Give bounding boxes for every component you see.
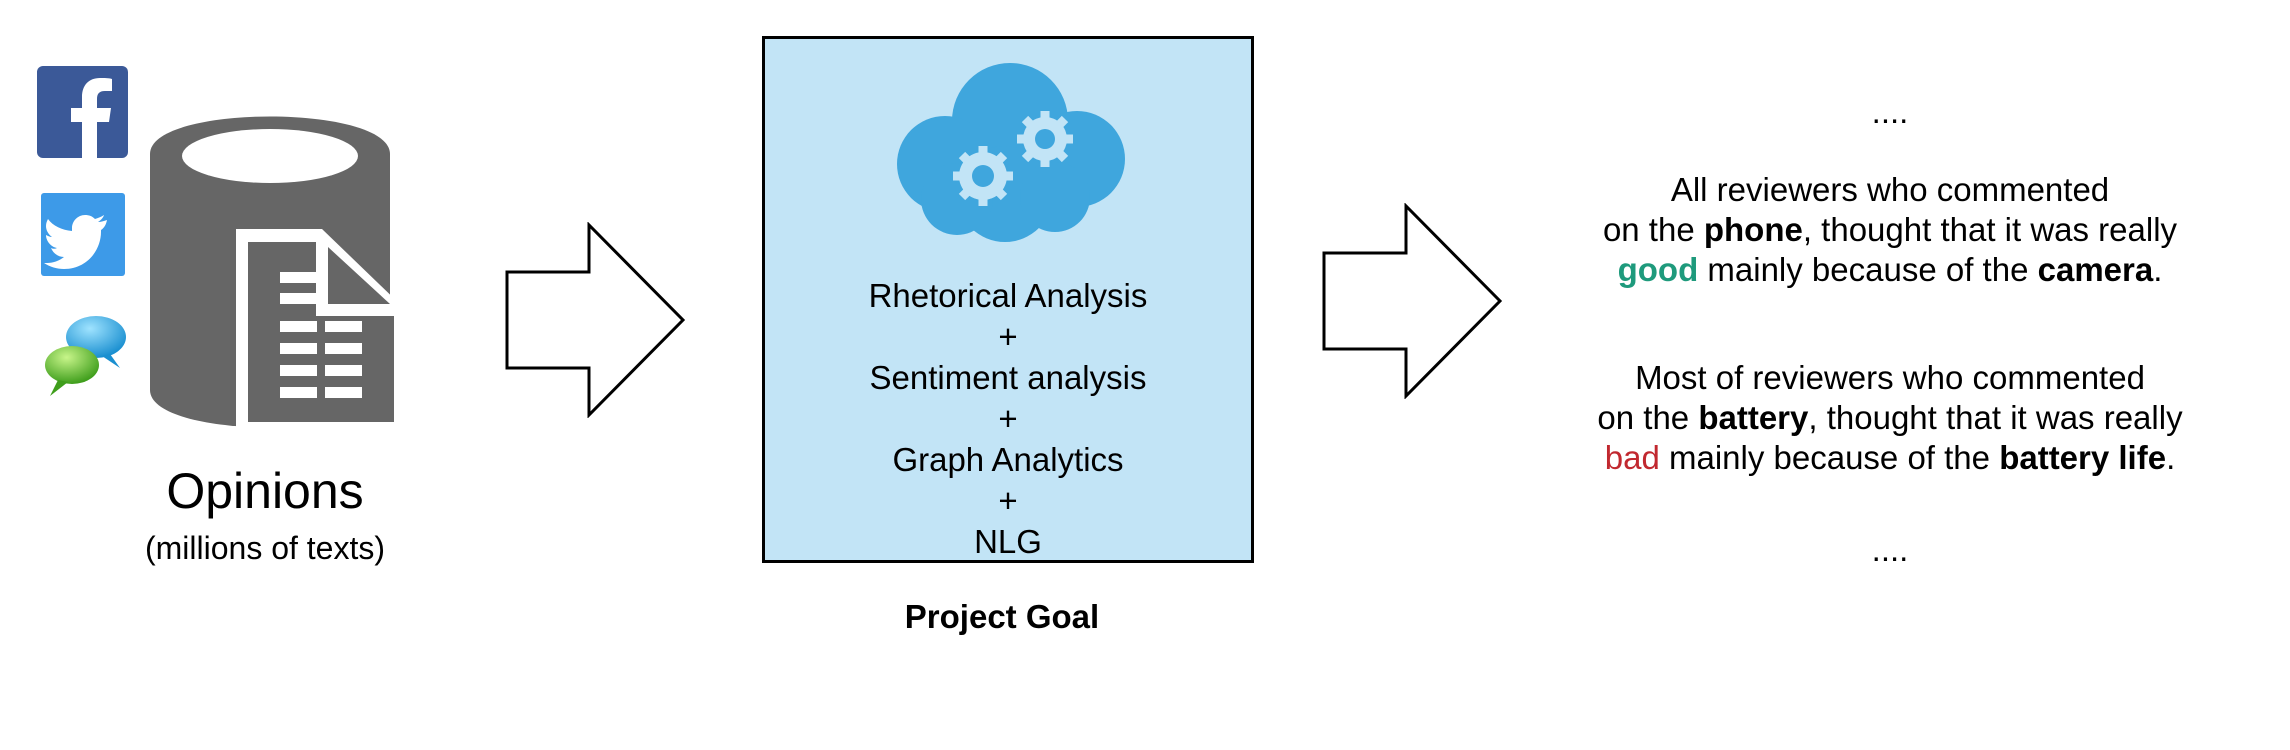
step-rhetorical-analysis: Rhetorical Analysis xyxy=(868,277,1148,314)
right-arrow-icon xyxy=(1322,203,1503,399)
step-plus: + xyxy=(998,318,1018,355)
opinions-title: Opinions xyxy=(166,463,364,519)
summary-line: good mainly because of the camera. xyxy=(1617,251,2163,288)
sentiment-good: good xyxy=(1617,251,1699,288)
step-plus: + xyxy=(998,400,1018,437)
twitter-icon xyxy=(41,193,125,276)
chat-bubbles-icon xyxy=(40,310,130,400)
database-document-icon xyxy=(150,116,406,434)
entity-battery: battery xyxy=(1698,399,1809,436)
entity-phone: phone xyxy=(1703,211,1803,248)
summary-line: on the battery, thought that it was real… xyxy=(1597,399,2183,436)
step-graph-analytics: Graph Analytics xyxy=(892,441,1124,478)
summary-line: All reviewers who commented xyxy=(1670,171,2110,208)
summary-phone: All reviewers who commented on the phone… xyxy=(1560,170,2220,290)
opinions-subtitle: (millions of texts) xyxy=(144,530,386,566)
facebook-icon xyxy=(37,66,128,158)
summary-battery: Most of reviewers who commented on the b… xyxy=(1560,358,2220,478)
project-goal-caption: Project Goal xyxy=(904,598,1100,635)
step-nlg: NLG xyxy=(974,523,1042,560)
aspect-camera: camera xyxy=(2037,251,2154,288)
summary-line: on the phone, thought that it was really xyxy=(1602,211,2178,248)
summary-line: bad mainly because of the battery life. xyxy=(1604,439,2176,476)
aspect-battery-life: battery life xyxy=(1999,439,2167,476)
process-box: Rhetorical Analysis + Sentiment analysis… xyxy=(762,36,1254,563)
cloud-gears-icon xyxy=(897,63,1125,242)
step-plus: + xyxy=(998,482,1018,519)
step-sentiment-analysis: Sentiment analysis xyxy=(869,359,1147,396)
right-arrow-icon xyxy=(505,222,686,418)
ellipsis-top: .... xyxy=(1871,93,1909,130)
ellipsis-bottom: .... xyxy=(1871,531,1909,568)
sentiment-bad: bad xyxy=(1604,439,1660,476)
summary-line: Most of reviewers who commented xyxy=(1635,359,2145,396)
